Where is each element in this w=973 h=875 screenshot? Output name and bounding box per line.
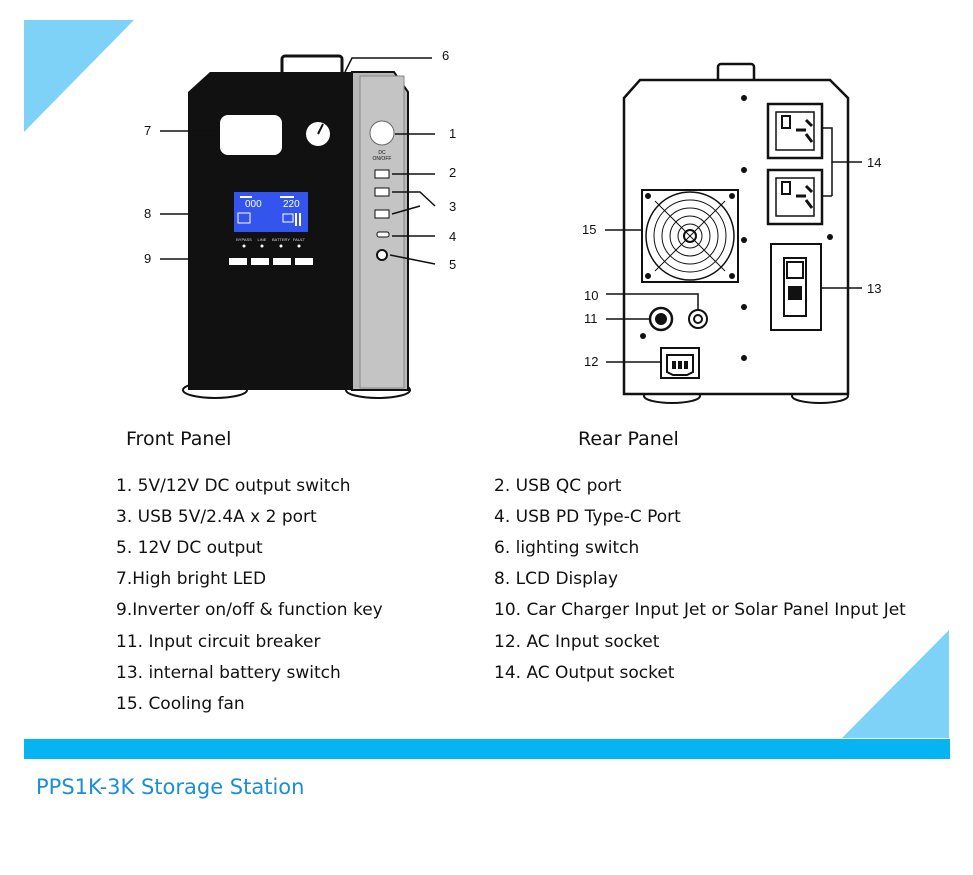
callout-1: 1: [449, 126, 457, 141]
ac-output-socket-2: [766, 168, 824, 226]
usb-type-c-port: [376, 231, 390, 238]
legend-item: 12. AC Input socket: [494, 632, 660, 652]
front-panel-title: Front Panel: [126, 428, 232, 450]
callout-2: 2: [449, 165, 457, 180]
legend-item: 13. internal battery switch: [116, 663, 341, 683]
callout-14: 14: [867, 155, 882, 170]
rear-panel-title: Rear Panel: [578, 428, 679, 450]
callout-9: 9: [144, 251, 152, 266]
callout-12: 12: [584, 354, 599, 369]
legend-item: 14. AC Output socket: [494, 663, 675, 683]
legend-item: 1. 5V/12V DC output switch: [116, 476, 351, 496]
callout-5: 5: [449, 257, 457, 272]
legend-item: 8. LCD Display: [494, 569, 619, 589]
ac-output-socket-1: [766, 102, 824, 160]
bottom-right-triangle: [842, 630, 949, 738]
callout-10: 10: [584, 288, 599, 303]
legend-item: 7.High bright LED: [116, 569, 267, 589]
dc-output-jack: [376, 249, 388, 261]
callout-6: 6: [442, 48, 450, 63]
indicator-label: LINE: [258, 237, 267, 242]
function-key: [251, 258, 269, 265]
legend-item: 2. USB QC port: [494, 476, 622, 496]
lcd-right-value: 220: [283, 199, 300, 210]
legend-item: 6. lighting switch: [494, 538, 640, 558]
legend-item: 4. USB PD Type-C Port: [494, 507, 681, 527]
dc-switch-label-2: ON/OFF: [373, 156, 392, 162]
fan-grille: [645, 191, 735, 281]
callout-8: 8: [144, 206, 152, 221]
top-left-triangle: [24, 20, 134, 132]
dc-switch-label: DC: [378, 150, 386, 156]
callout-15: 15: [582, 222, 597, 237]
front-panel-diagram: DC ON/OFF 000 220 BYPASS LINE BATTERY FA…: [160, 54, 436, 399]
indicator-label: FAULT: [293, 237, 306, 242]
legend-item: 15. Cooling fan: [116, 694, 245, 714]
lcd-left-value: 000: [245, 199, 262, 210]
indicator-label: BATTERY: [272, 237, 290, 242]
legend-item: 5. 12V DC output: [116, 538, 263, 558]
function-key: [229, 258, 247, 265]
callout-3: 3: [449, 199, 457, 214]
led-light: [220, 115, 282, 155]
rear-screws: [640, 95, 833, 361]
knob-marker: [317, 123, 324, 135]
footer-bar: [24, 739, 950, 759]
function-key: [295, 258, 313, 265]
callout-11: 11: [584, 311, 598, 326]
callout-7: 7: [144, 123, 152, 138]
rear-callout-lines: [605, 127, 862, 363]
indicator-row: BYPASS LINE BATTERY FAULT: [236, 237, 305, 242]
legend-item: 10. Car Charger Input Jet or Solar Panel…: [494, 600, 906, 620]
legend-item: 11. Input circuit breaker: [116, 632, 321, 652]
front-callout-lines: [160, 57, 436, 265]
dc-switch-button: [369, 120, 395, 146]
rear-panel-diagram: [605, 62, 862, 404]
usb-port-1: [374, 187, 390, 197]
indicator-label: BYPASS: [236, 237, 252, 242]
callout-13: 13: [867, 281, 882, 296]
usb-port-2: [374, 209, 390, 219]
legend-item: 9.Inverter on/off & function key: [116, 600, 383, 620]
usb-qc-port: [374, 169, 390, 179]
callout-4: 4: [449, 229, 457, 244]
legend-item: 3. USB 5V/2.4A x 2 port: [116, 507, 317, 527]
product-title: PPS1K-3K Storage Station: [36, 775, 305, 799]
function-key: [273, 258, 291, 265]
